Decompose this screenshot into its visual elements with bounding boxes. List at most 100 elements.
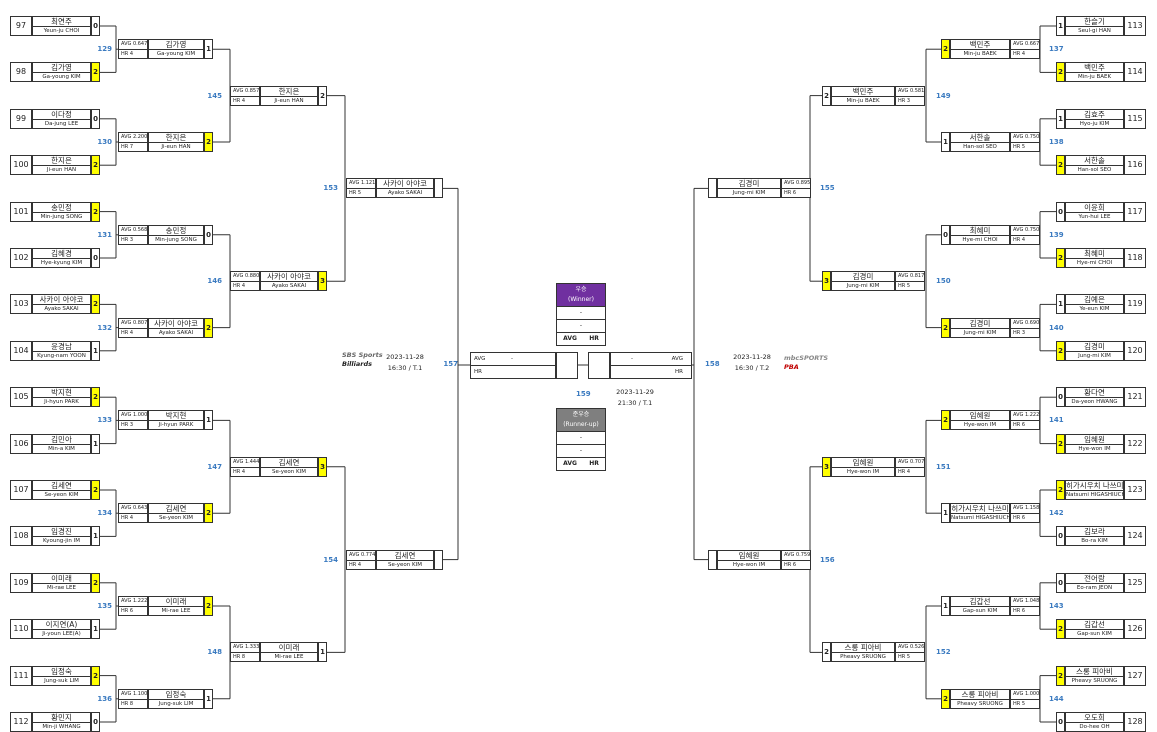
- seed-number: 104: [10, 340, 32, 361]
- semifinal-left-slot[interactable]: AVG -: [470, 352, 556, 366]
- semifinal-left-schedule: 2023-11-28 16:30 / T.1: [375, 352, 435, 374]
- hr-value: HR 4: [121, 515, 134, 522]
- avg-value: AVG 0.759: [782, 551, 810, 561]
- player-name-kr: 송민정: [149, 226, 203, 236]
- score-r2: 2: [204, 132, 213, 152]
- hr-value: HR 3: [1013, 329, 1026, 336]
- semifinal-left-slot-hr[interactable]: HR: [470, 365, 556, 379]
- seed-number: 102: [10, 248, 32, 268]
- player-name-kr: 백민주: [832, 87, 894, 97]
- player-name-en: Natsumi HIGASHIUCHI: [1066, 492, 1123, 498]
- hr-value: HR 6: [1013, 422, 1026, 429]
- seed-number: 125: [1124, 572, 1146, 593]
- semifinal-right-slot[interactable]: - AVG: [610, 352, 692, 366]
- match-number: 148: [207, 648, 222, 657]
- player-name-en: Ayako SAKAI: [158, 329, 194, 336]
- score-r4: [708, 549, 717, 570]
- sbs-sports-logo: SBS Sports Billiards: [342, 351, 383, 369]
- player-name-en: Han-sol SEO: [963, 144, 997, 150]
- avg-value: AVG 0.707: [896, 458, 924, 468]
- match-number: 134: [97, 509, 112, 518]
- player-name-kr: 한지은: [149, 133, 203, 143]
- winner-hr: HR: [589, 335, 599, 342]
- player-slot-r1[interactable]: 이지연(A)Ji-youn LEE(A): [32, 619, 91, 640]
- player-name-en: Kyoung-jin IM: [43, 538, 80, 545]
- match-number: 146: [207, 277, 222, 286]
- player-name-en: Ji-eun HAN: [46, 167, 77, 174]
- semifinal-left-time: 16:30 / T.1: [387, 364, 423, 372]
- semifinal-right-score[interactable]: [588, 352, 610, 379]
- winner-name: -: [557, 306, 605, 319]
- player-name-kr: 임혜원: [1066, 435, 1123, 445]
- score-r1: 2: [91, 387, 100, 408]
- player-name-kr: 임경진: [33, 527, 90, 538]
- sbs-logo-line1: SBS Sports: [342, 351, 383, 359]
- semifinal-left-score[interactable]: [556, 352, 578, 379]
- avg-value: AVG 0.774: [347, 551, 375, 561]
- semifinal-right-slot-hr[interactable]: HR: [610, 365, 692, 379]
